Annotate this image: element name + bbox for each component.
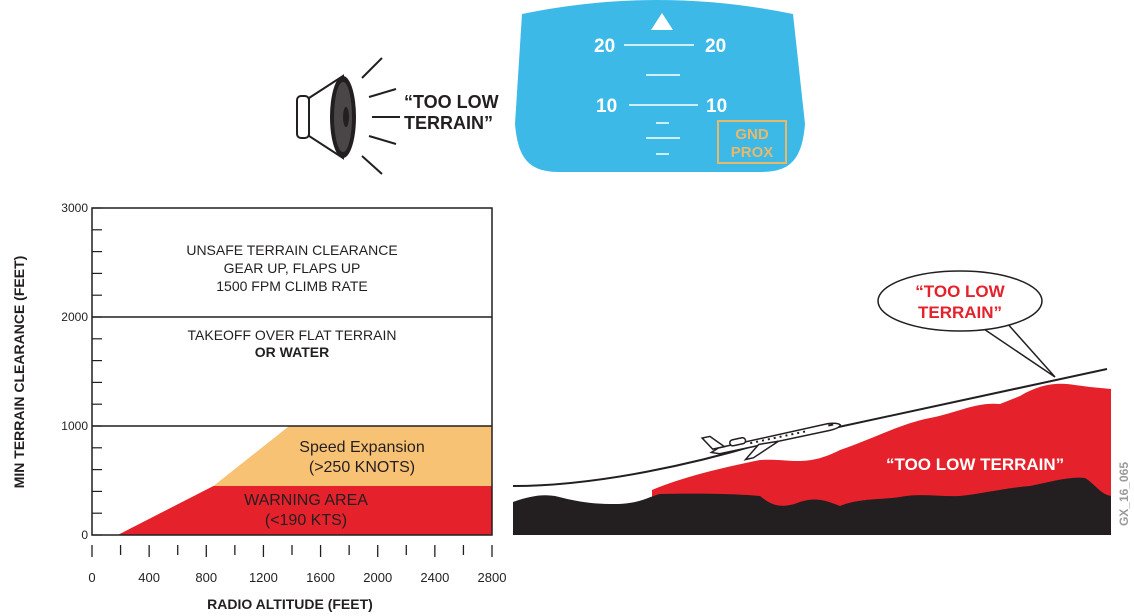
region-unsafe-line2: GEAR UP, FLAPS UP xyxy=(224,260,361,276)
warning-area-region xyxy=(117,485,492,535)
y-tick-label: 0 xyxy=(81,528,88,542)
warning-area-line1: WARNING AREA xyxy=(244,492,368,509)
y-tick-label: 1000 xyxy=(61,419,88,433)
x-tick-label: 2400 xyxy=(420,570,449,585)
y-axis-label: MIN TERRAIN CLEARANCE (FEET) xyxy=(11,256,27,489)
terrain-warning-label: “TOO LOW TERRAIN” xyxy=(886,455,1064,474)
bubble-line2: TERRAIN” xyxy=(918,303,1002,322)
x-tick-label: 1200 xyxy=(249,570,278,585)
pitch-label-20-right: 20 xyxy=(705,36,726,57)
warning-speech-bubble: “TOO LOW TERRAIN” xyxy=(877,270,1056,378)
speaker-magnet xyxy=(296,95,310,139)
clearance-chart: 0 400 800 1200 1600 2000 2400 2800 0 1000 2000 300… xyxy=(11,201,506,612)
gnd-prox-line1: GND xyxy=(735,126,769,143)
aircraft-icon xyxy=(700,422,842,461)
x-tick-label: 1600 xyxy=(306,570,335,585)
bubble-line1: “TOO LOW xyxy=(915,282,1005,301)
x-tick-label: 0 xyxy=(88,570,95,585)
plot-frame xyxy=(91,207,493,536)
pitch-label-10-left: 10 xyxy=(596,96,617,117)
sound-wave-lines xyxy=(361,57,400,175)
y-axis-ticks xyxy=(92,207,102,536)
terrain-ground xyxy=(513,477,1111,535)
region-unsafe-line1: UNSAFE TERRAIN CLEARANCE xyxy=(186,242,397,258)
speaker-icon xyxy=(296,74,356,160)
audio-callout-line1: “TOO LOW xyxy=(404,92,499,112)
speed-expansion-line1: Speed Expansion xyxy=(299,439,424,456)
region-takeoff-line2: OR WATER xyxy=(255,344,329,360)
x-axis-label: RADIO ALTITUDE (FEET) xyxy=(207,596,373,612)
gnd-prox-line2: PROX xyxy=(731,144,774,161)
x-tick-label: 800 xyxy=(195,570,217,585)
x-axis-ticks: 0 400 800 1200 1600 2000 2400 2800 xyxy=(88,545,506,585)
x-tick-label: 400 xyxy=(138,570,160,585)
sky-pointer-icon xyxy=(651,13,673,30)
y-tick-label: 2000 xyxy=(61,310,88,324)
sky-background xyxy=(515,0,805,172)
x-tick-label: 2800 xyxy=(478,570,507,585)
speed-expansion-region xyxy=(213,426,492,486)
x-tick-label: 2000 xyxy=(363,570,392,585)
region-unsafe-line3: 1500 FPM CLIMB RATE xyxy=(216,278,367,294)
pitch-label-10-right: 10 xyxy=(706,96,727,117)
gnd-prox-annunciator xyxy=(717,120,787,164)
audio-callout-line2: TERRAIN” xyxy=(404,113,493,133)
y-axis-tick-labels: 0 1000 2000 3000 xyxy=(61,201,88,542)
y-tick-label: 3000 xyxy=(61,201,88,215)
figure-id: GX_16_065 xyxy=(1117,462,1131,526)
pfd-attitude-display: 20 20 10 10 GND PROX xyxy=(515,0,805,172)
speed-expansion-line2: (>250 KNOTS) xyxy=(309,459,415,476)
warning-area-line2: (<190 KTS) xyxy=(265,512,347,529)
pitch-label-20-left: 20 xyxy=(594,36,615,57)
region-takeoff-line1: TAKEOFF OVER FLAT TERRAIN xyxy=(188,327,397,343)
terrain-scene: “TOO LOW TERRAIN” “TOO LOW TERRAIN” xyxy=(512,270,1111,535)
